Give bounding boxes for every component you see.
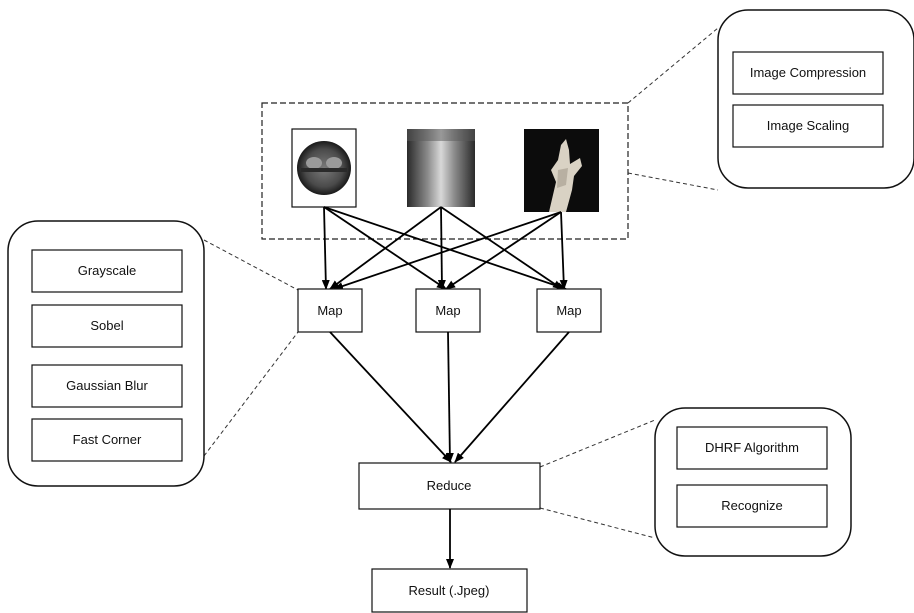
map-box-1-label: Map bbox=[317, 303, 342, 318]
reduce-box: Reduce bbox=[358, 462, 541, 510]
input-image-skull bbox=[291, 128, 357, 208]
arrow-map2-reduce bbox=[445, 331, 454, 463]
option-dhrf-algorithm: DHRF Algorithm bbox=[676, 426, 828, 470]
connector-map-panel-bottom bbox=[203, 331, 299, 457]
arrow-image2-map1 bbox=[329, 206, 442, 290]
arrow-image1-map3 bbox=[323, 206, 567, 290]
option-recognize: Recognize bbox=[676, 484, 828, 528]
option-fast-corner-label: Fast Corner bbox=[73, 432, 142, 447]
option-image-scaling: Image Scaling bbox=[732, 104, 884, 148]
arrow-image2-map3 bbox=[440, 206, 563, 290]
option-gaussian-blur: Gaussian Blur bbox=[31, 364, 183, 408]
input-callout-panel: Image Compression Image Scaling bbox=[717, 9, 914, 189]
input-image-bone bbox=[407, 129, 475, 207]
connector-input-panel-bottom bbox=[627, 172, 719, 191]
option-sobel-label: Sobel bbox=[90, 318, 123, 333]
arrow-map3-reduce bbox=[454, 331, 570, 463]
option-fast-corner: Fast Corner bbox=[31, 418, 183, 462]
option-dhrf-algorithm-label: DHRF Algorithm bbox=[705, 440, 799, 455]
map-box-2: Map bbox=[415, 288, 481, 333]
map-callout-panel: Grayscale Sobel Gaussian Blur Fast Corne… bbox=[7, 220, 205, 487]
connector-reduce-panel-bottom bbox=[539, 507, 656, 539]
option-image-compression-label: Image Compression bbox=[750, 65, 866, 80]
map-box-1: Map bbox=[297, 288, 363, 333]
option-image-compression: Image Compression bbox=[732, 51, 884, 95]
arrow-map1-reduce bbox=[329, 331, 452, 463]
input-images-frame bbox=[261, 102, 629, 240]
option-image-scaling-label: Image Scaling bbox=[767, 118, 849, 133]
option-recognize-label: Recognize bbox=[721, 498, 782, 513]
option-grayscale-label: Grayscale bbox=[78, 263, 137, 278]
callout-connectors bbox=[203, 27, 719, 539]
image-to-map-arrows bbox=[321, 206, 568, 290]
connector-map-panel-top bbox=[203, 239, 299, 291]
option-gaussian-blur-label: Gaussian Blur bbox=[66, 378, 148, 393]
map-box-3: Map bbox=[536, 288, 602, 333]
connector-reduce-panel-top bbox=[539, 419, 656, 468]
result-box: Result (.Jpeg) bbox=[371, 568, 528, 613]
result-box-label: Result (.Jpeg) bbox=[409, 583, 490, 598]
reduce-box-label: Reduce bbox=[427, 478, 472, 493]
connector-input-panel-top bbox=[627, 27, 719, 104]
arrow-image3-map1 bbox=[333, 211, 562, 290]
option-sobel: Sobel bbox=[31, 304, 183, 348]
map-box-2-label: Map bbox=[435, 303, 460, 318]
input-image-hand bbox=[524, 129, 599, 212]
input-images-group bbox=[261, 102, 629, 240]
map-box-3-label: Map bbox=[556, 303, 581, 318]
reduce-callout-panel: DHRF Algorithm Recognize bbox=[654, 407, 852, 557]
option-grayscale: Grayscale bbox=[31, 249, 183, 293]
arrow-image3-map3 bbox=[559, 211, 568, 290]
arrow-image1-map1 bbox=[321, 206, 330, 290]
arrow-image3-map2 bbox=[445, 211, 562, 290]
arrow-image2-map2 bbox=[437, 206, 446, 290]
map-to-reduce-arrows bbox=[329, 331, 570, 463]
